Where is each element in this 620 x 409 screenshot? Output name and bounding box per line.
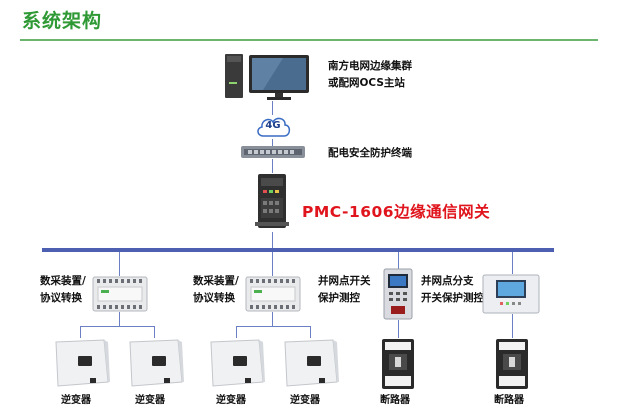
- link-inverter-2: [154, 326, 155, 338]
- branch-label-2: 数采装置/协议转换: [193, 275, 239, 304]
- branch-protection-unit-icon: [482, 274, 540, 314]
- circuit-breaker-icon: [379, 338, 417, 390]
- branch-label-3: 并网点开关保护测控: [318, 275, 371, 304]
- title-divider: [20, 39, 598, 41]
- link-relay-breaker: [398, 320, 399, 338]
- drop-4: [512, 252, 513, 274]
- circuit-breaker-icon: [493, 338, 531, 390]
- link-inverter-4: [310, 326, 311, 338]
- link-firewall-gateway: [272, 159, 273, 173]
- inverter-caption: 逆变器: [290, 395, 320, 406]
- link-gateway-bus: [272, 232, 273, 248]
- cloud-label: 4G: [265, 120, 281, 131]
- computer-icon: [223, 52, 315, 102]
- link-inverter-3: [236, 326, 237, 338]
- inverter-icon: [207, 338, 265, 388]
- link-module1-split: [80, 326, 154, 327]
- inverter-icon: [126, 338, 184, 388]
- inverter-caption: 逆变器: [135, 395, 165, 406]
- link-server-cloud: [272, 101, 273, 115]
- data-acquisition-module-icon: [245, 276, 301, 312]
- gateway-label: PMC-1606边缘通信网关: [302, 203, 491, 221]
- link-module2-split: [236, 326, 310, 327]
- link-module1-down: [119, 312, 120, 326]
- link-unit-breaker: [512, 314, 513, 338]
- link-cloud-firewall: [272, 139, 273, 146]
- gateway-icon: [255, 172, 289, 232]
- link-inverter-1: [80, 326, 81, 338]
- drop-1: [119, 252, 120, 276]
- security-terminal-label: 配电安全防护终端: [328, 147, 412, 159]
- data-acquisition-module-icon: [92, 276, 148, 312]
- drop-2: [272, 252, 273, 276]
- security-terminal-icon: [240, 145, 306, 159]
- inverter-caption: 逆变器: [216, 395, 246, 406]
- breaker-caption: 断路器: [380, 395, 410, 406]
- inverter-icon: [52, 338, 110, 388]
- drop-3: [398, 252, 399, 270]
- branch-label-1: 数采装置/协议转换: [40, 275, 86, 304]
- protection-relay-icon: [383, 268, 413, 320]
- communication-bus: [42, 248, 554, 252]
- link-module2-down: [272, 312, 273, 326]
- cloud-icon: [255, 113, 291, 139]
- breaker-caption: 断路器: [494, 395, 524, 406]
- page-title: 系统架构: [22, 10, 103, 32]
- inverter-caption: 逆变器: [61, 395, 91, 406]
- branch-label-4: 并网点分支开关保护测控: [421, 275, 484, 304]
- inverter-icon: [281, 338, 339, 388]
- server-label: 南方电网边缘集群 或配网OCS主站: [328, 60, 412, 89]
